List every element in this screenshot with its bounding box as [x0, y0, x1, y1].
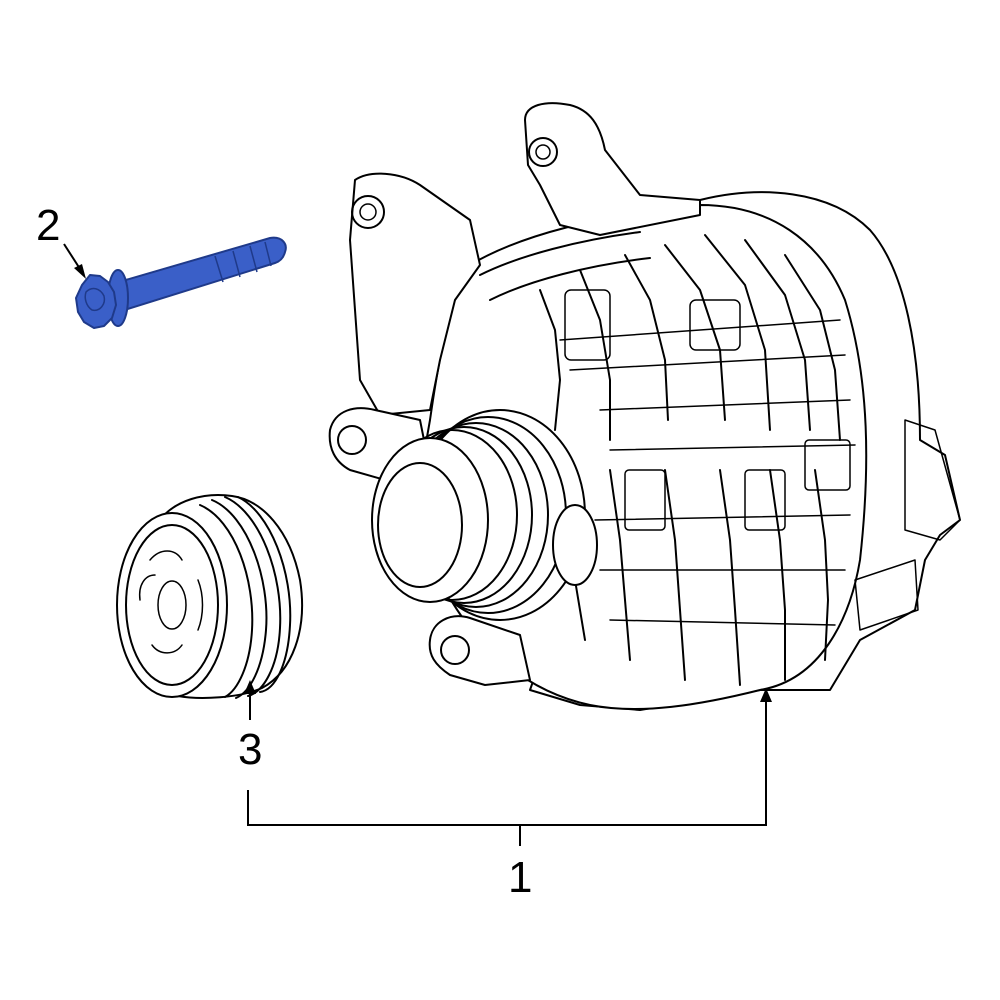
bolt-head: [75, 274, 117, 329]
pulley-face-slots: [138, 550, 204, 654]
callout-leaders: [63, 243, 772, 846]
left-mount-hole: [351, 195, 385, 229]
upper-mounting-bracket: [524, 102, 701, 236]
decoupler-pulley[interactable]: [116, 494, 304, 699]
leader-1-bracket: [247, 698, 767, 826]
leader-1-arrowhead: [760, 688, 772, 702]
pulley-grooves: [199, 496, 292, 699]
bottom-mounting-ear: [428, 615, 531, 686]
callout-3: 3: [238, 725, 262, 774]
alternator[interactable]: [328, 102, 961, 711]
leader-2-arrowhead: [74, 264, 86, 279]
bolt-shank: [111, 236, 287, 313]
leader-3-arrowhead: [244, 680, 256, 694]
terminal-block: [904, 419, 961, 541]
left-mounting-ear: [349, 172, 481, 416]
pulley-face: [116, 512, 228, 698]
alternator-pulley: [371, 409, 598, 621]
stator-fins: [479, 231, 856, 686]
mounting-bolt[interactable]: [75, 236, 287, 329]
callout-2: 2: [36, 201, 60, 250]
upper-mount-hole: [528, 137, 558, 167]
callout-1: 1: [508, 853, 532, 902]
